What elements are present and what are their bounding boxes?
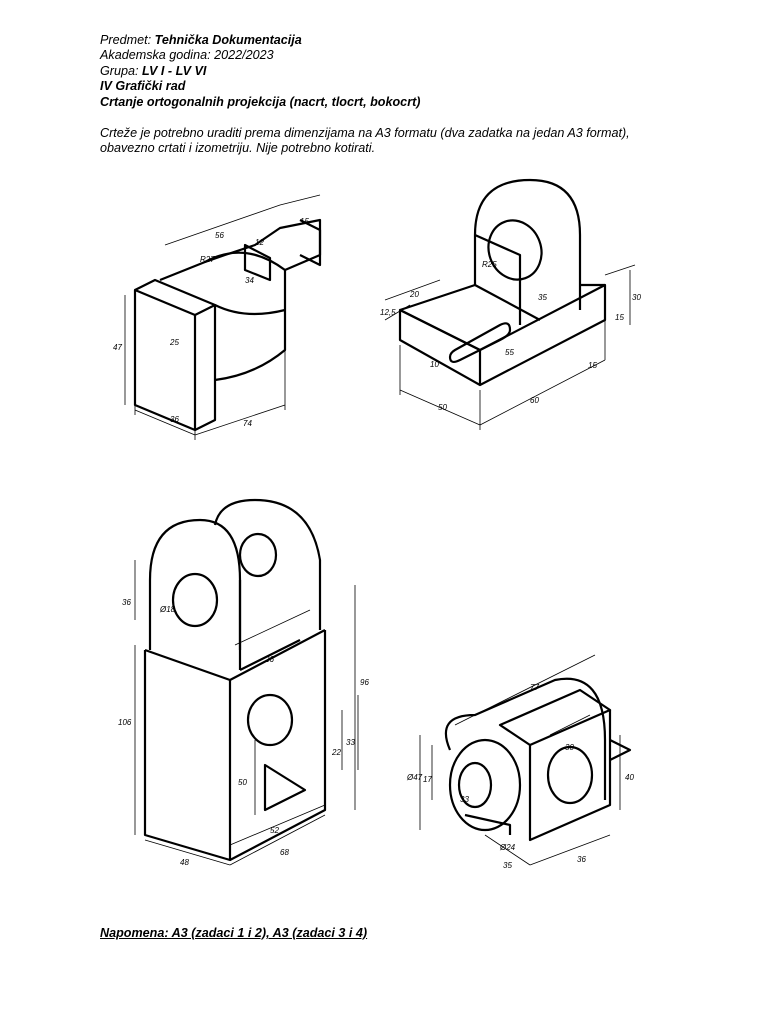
d3-dim-d: 96 [360,678,369,687]
d4-dim-b: 30 [565,743,574,752]
drawing-4-dimensions: 77 30 Ø47 17 40 Ø24 35 36 33 [406,654,634,870]
d2-dim-k: 15 [588,361,597,370]
d4-dim-h: 36 [577,855,586,864]
d1-dim-m: 25 [169,338,179,347]
d3-dim-k: 48 [180,858,189,867]
group-label: Grupa: [100,63,142,78]
d1-dim-s: 34 [245,276,254,285]
drawing-1-outline [133,218,322,432]
d4-dim-g: 35 [503,861,512,870]
d1-dim-a: 36 [170,415,179,424]
d3-dim-i: 52 [270,826,279,835]
d4-dim-c: Ø47 [406,773,423,782]
d4-dim-d: 17 [423,775,432,784]
year-line: Akademska godina: 2022/2023 [100,48,274,63]
work-title: IV Grafički rad [100,79,186,94]
d2-dim-j: 60 [530,396,539,405]
drawing-4-outline [444,677,632,842]
d2-dim-g: 15 [615,313,624,322]
d2-dim-f: 10 [430,360,439,369]
instructions-line-1: Crteže je potrebno uraditi prema dimenzi… [100,126,630,140]
d2-dim-a: 20 [409,290,419,299]
d2-dim-b: 12,5 [380,308,396,317]
d3-dim-g: 22 [331,748,341,757]
d4-dim-e: 40 [625,773,634,782]
d3-dim-f: 50 [238,778,247,787]
drawing-4-isometric: 77 30 Ø47 17 40 Ø24 35 36 33 [406,654,634,870]
d3-dim-e: 106 [118,718,132,727]
group-line: Grupa: LV I - LV VI [100,64,720,79]
d2-dim-i: 50 [438,403,447,412]
instructions: Crteže je potrebno uraditi prema dimenzi… [100,126,720,157]
d2-dim-r: R25 [482,260,497,269]
d4-dim-i: 33 [460,795,469,804]
d3-dim-j: 68 [280,848,289,857]
d1-dim-l: 74 [243,419,252,428]
d1-dim-c: 15 [300,217,309,226]
d3-dim-c: 26 [264,655,274,664]
d3-dim-b: Ø18 [159,605,176,614]
subject-label: Predmet: [100,33,155,47]
d3-dim-h: 33 [346,738,355,747]
drawing-3-dimensions: 36 Ø18 26 96 106 50 22 33 52 68 48 [118,560,369,867]
drawing-3-outline [143,498,327,862]
drawing-1-isometric: 36 74 47 25 56 15 R27 12 34 [113,194,322,440]
d4-dim-a: 77 [530,683,539,692]
note: Napomena: A3 (zadaci 1 i 2), A3 (zadaci … [100,926,368,940]
drawing-2-outline [398,178,607,387]
subject-line: Predmet: Tehnička Dokumentacija [100,33,720,48]
document-header: Predmet: Tehnička Dokumentacija Akademsk… [100,33,720,110]
drawing-2-dimensions: 50 60 15 30 15 35 R25 20 12,5 55 10 [380,260,641,430]
drawing-3-isometric: 36 Ø18 26 96 106 50 22 33 52 68 48 [118,498,369,867]
d1-dim-t: 12 [255,238,264,247]
d2-dim-h: 30 [632,293,641,302]
d3-dim-a: 36 [122,598,131,607]
drawing-2-isometric: 50 60 15 30 15 35 R25 20 12,5 55 10 [380,178,641,430]
d1-dim-w: 56 [215,231,224,240]
d1-dim-r: R27 [200,255,215,264]
drawing-1-dimensions: 36 74 47 25 56 15 R27 12 34 [113,194,321,440]
d4-dim-f: Ø24 [499,843,516,852]
group-value: LV I - LV VI [142,63,207,78]
subject-value: Tehnička Dokumentacija [154,33,302,47]
d2-dim-e: 55 [505,348,514,357]
task-title: Crtanje ortogonalnih projekcija (nacrt, … [100,94,421,109]
d2-dim-c: 35 [538,293,547,302]
d1-dim-h: 47 [113,343,122,352]
instructions-line-2: obavezno crtati i izometriju. Nije potre… [100,141,376,156]
